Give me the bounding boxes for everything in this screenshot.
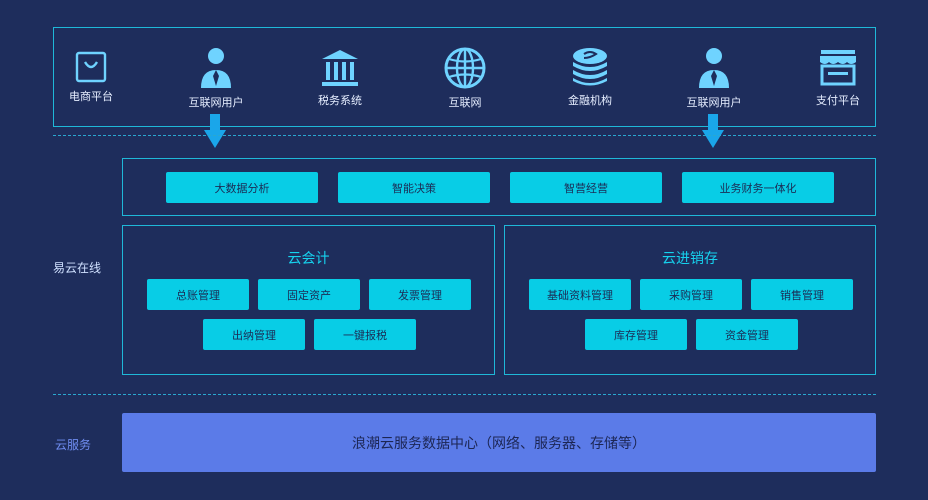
capability-chip: 智能决策 xyxy=(338,172,490,203)
source-payment-platform: 支付平台 xyxy=(793,48,883,108)
module-item: 出纳管理 xyxy=(203,319,305,350)
source-internet-user-2: 互联网用户 xyxy=(669,46,759,110)
section-label-cloud: 云服务 xyxy=(55,438,92,452)
source-label: 电商平台 xyxy=(69,90,113,103)
globe-icon xyxy=(444,47,486,89)
source-label: 互联网用户 xyxy=(686,96,742,109)
capability-chip: 智营经营 xyxy=(510,172,662,203)
module-item: 采购管理 xyxy=(640,279,742,310)
cloud-data-center-bar: 浪潮云服务数据中心（网络、服务器、存储等） xyxy=(122,413,876,472)
coin-stack-icon xyxy=(573,48,607,86)
source-label: 支付平台 xyxy=(816,94,860,107)
module-item: 库存管理 xyxy=(585,319,687,350)
source-tax-system: 税务系统 xyxy=(295,48,385,108)
source-internet: 互联网 xyxy=(420,46,510,110)
module-title: 云会计 xyxy=(287,251,330,267)
arrow-down-icon xyxy=(204,114,226,148)
arrow-down-icon xyxy=(702,114,724,148)
source-ecommerce: 电商平台 xyxy=(46,50,136,104)
module-item: 资金管理 xyxy=(696,319,798,350)
capability-chip: 业务财务一体化 xyxy=(682,172,834,203)
section-label-online: 易云在线 xyxy=(53,261,102,275)
source-internet-user-1: 互联网用户 xyxy=(171,46,261,110)
source-label: 税务系统 xyxy=(318,94,362,107)
module-cloud-inventory: 云进销存 基础资料管理 采购管理 销售管理 库存管理 资金管理 xyxy=(504,225,876,375)
module-item: 基础资料管理 xyxy=(529,279,631,310)
source-label: 金融机构 xyxy=(568,94,612,107)
user-icon xyxy=(201,48,231,88)
divider-top xyxy=(53,135,876,136)
shopping-bag-icon xyxy=(75,51,107,83)
capabilities-panel: 大数据分析 智能决策 智营经营 业务财务一体化 xyxy=(122,158,876,216)
module-item: 发票管理 xyxy=(369,279,471,310)
source-label: 互联网 xyxy=(448,96,482,109)
source-label: 互联网用户 xyxy=(188,96,244,109)
divider-bottom xyxy=(53,394,876,395)
module-item: 固定资产 xyxy=(258,279,360,310)
module-item: 总账管理 xyxy=(147,279,249,310)
capability-chip: 大数据分析 xyxy=(166,172,318,203)
user-icon xyxy=(699,48,729,88)
source-financial-institution: 金融机构 xyxy=(545,46,635,108)
cloud-bar-label: 浪潮云服务数据中心（网络、服务器、存储等） xyxy=(352,435,646,452)
storefront-icon xyxy=(820,50,856,86)
data-sources-panel: 电商平台 互联网用户 税务系统 互联网 xyxy=(53,27,876,148)
module-cloud-accounting: 云会计 总账管理 固定资产 发票管理 出纳管理 一键报税 xyxy=(122,225,495,375)
government-building-icon xyxy=(322,50,358,86)
module-item: 销售管理 xyxy=(751,279,853,310)
module-title: 云进销存 xyxy=(662,251,718,267)
module-item: 一键报税 xyxy=(314,319,416,350)
